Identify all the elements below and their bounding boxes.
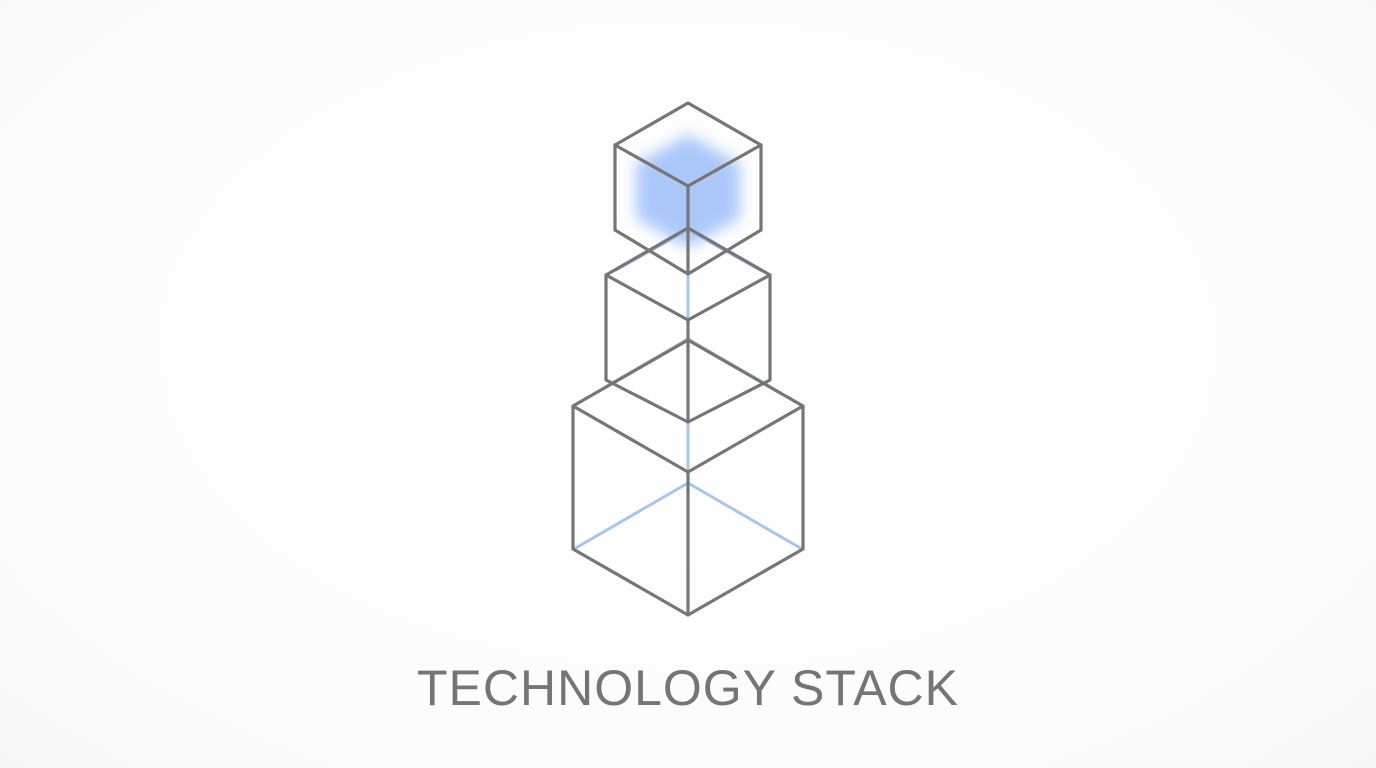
middle-cube bbox=[604, 226, 772, 424]
bottom-cube bbox=[571, 338, 805, 617]
page-title: TECHNOLOGY STACK bbox=[416, 660, 960, 716]
top-cube bbox=[613, 101, 763, 276]
cube-outlines bbox=[571, 101, 805, 617]
